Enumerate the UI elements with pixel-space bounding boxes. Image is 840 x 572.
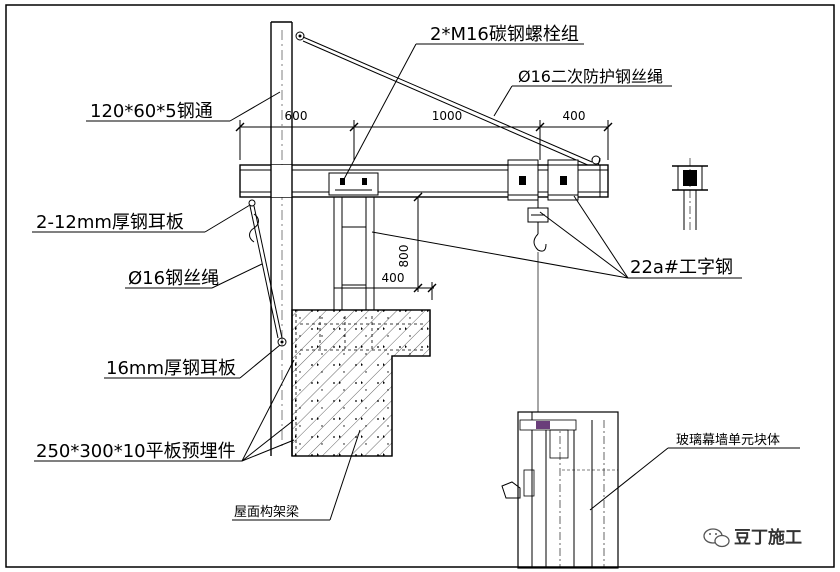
label-embed-plate: 250*300*10平板预埋件 <box>36 441 236 462</box>
i-beam <box>239 164 609 198</box>
svg-text:玻璃幕墙单元块体: 玻璃幕墙单元块体 <box>676 433 780 448</box>
roof-frame-beam <box>291 309 431 457</box>
svg-text:2*M16碳钢螺栓组: 2*M16碳钢螺栓组 <box>430 24 579 45</box>
secondary-wire-rope <box>295 31 601 169</box>
drawing-frame <box>5 4 835 568</box>
svg-text:Ø16钢丝绳: Ø16钢丝绳 <box>128 268 219 289</box>
dim-600: 600 <box>285 109 308 123</box>
svg-text:120*60*5钢通: 120*60*5钢通 <box>90 101 213 122</box>
svg-text:Ø16二次防护钢丝绳: Ø16二次防护钢丝绳 <box>518 67 663 86</box>
label-curtain-wall: 玻璃幕墙单元块体 <box>676 433 780 448</box>
dim-800: 800 <box>397 245 411 268</box>
label-bolt-group: 2*M16碳钢螺栓组 <box>430 24 579 45</box>
steel-tube <box>270 21 293 456</box>
watermark: 豆丁施工 <box>703 527 802 548</box>
wechat-icon <box>703 528 730 548</box>
wire-rope <box>248 199 287 347</box>
label-steel-tube: 120*60*5钢通 <box>90 101 213 122</box>
dim-400-top: 400 <box>563 109 586 123</box>
trolley-clamp <box>507 159 579 201</box>
svg-text:16mm厚钢耳板: 16mm厚钢耳板 <box>106 358 236 379</box>
i-beam-section <box>672 158 708 230</box>
dim-1000: 1000 <box>432 109 463 123</box>
label-i-beam: 22a#工字钢 <box>630 257 733 278</box>
dimension-lines <box>235 120 613 300</box>
svg-text:250*300*10平板预埋件: 250*300*10平板预埋件 <box>36 441 236 462</box>
svg-text:屋面构架梁: 屋面构架梁 <box>234 505 299 520</box>
label-secondary-rope: Ø16二次防护钢丝绳 <box>518 67 663 86</box>
svg-text:22a#工字钢: 22a#工字钢 <box>630 257 733 278</box>
label-wire-rope: Ø16钢丝绳 <box>128 268 219 289</box>
svg-text:2-12mm厚钢耳板: 2-12mm厚钢耳板 <box>36 212 184 233</box>
label-ear-plate-12: 2-12mm厚钢耳板 <box>36 212 184 233</box>
support-posts <box>333 197 375 310</box>
bolt-group-plate <box>328 172 379 196</box>
label-ear-plate-16: 16mm厚钢耳板 <box>106 358 236 379</box>
hoist-hook <box>527 200 549 412</box>
dim-400-low: 400 <box>382 271 405 285</box>
label-roof-beam: 屋面构架梁 <box>234 505 299 520</box>
watermark-text: 豆丁施工 <box>734 527 802 548</box>
curtain-wall-unit <box>501 411 619 569</box>
leader-lines <box>32 43 800 521</box>
